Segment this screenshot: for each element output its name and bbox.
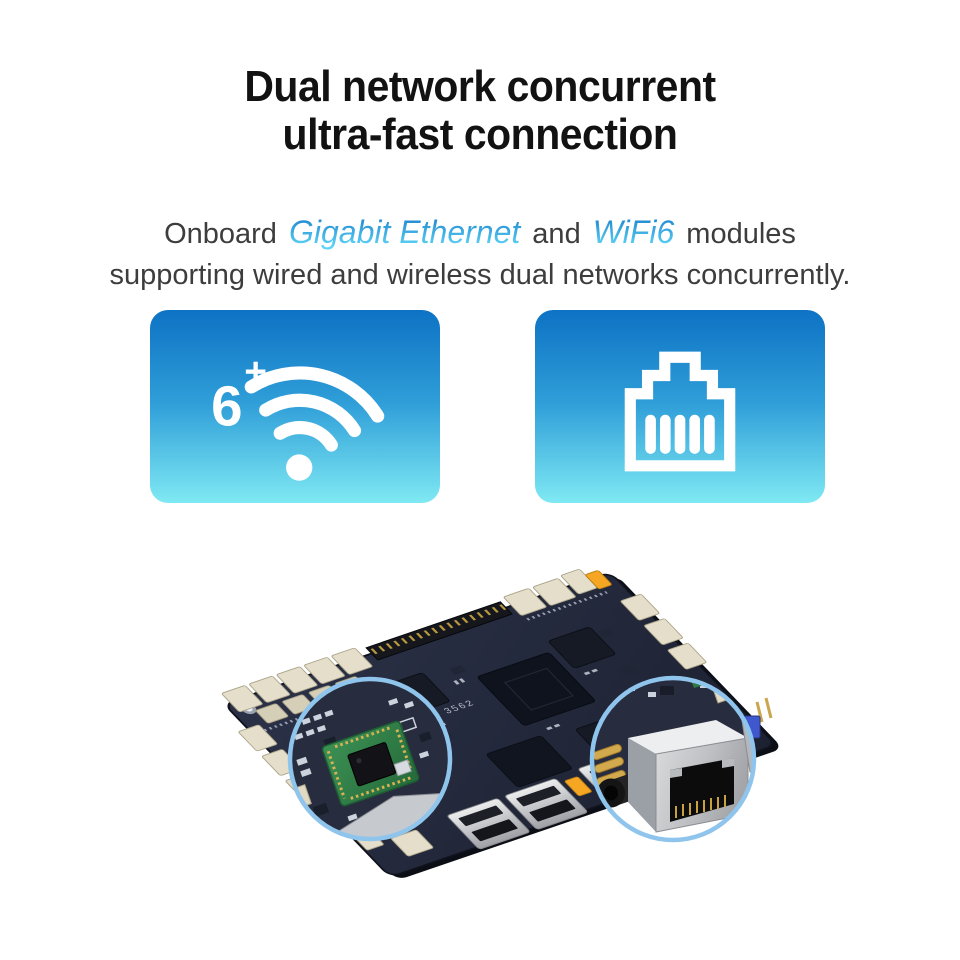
subtitle-middle: and bbox=[524, 218, 589, 250]
highlight-wifi6: WiFi6 bbox=[589, 214, 678, 250]
callout-wifi-module bbox=[287, 676, 453, 842]
rj45-pins bbox=[675, 795, 726, 818]
jumper-orange-top bbox=[585, 570, 612, 590]
title-line-1: Dual network concurrent bbox=[244, 62, 716, 112]
subtitle-line-1: Onboard Gigabit Ethernet and WiFi6 modul… bbox=[164, 214, 796, 250]
wifi6-badge-plus: + bbox=[244, 351, 267, 394]
callout-ring-right bbox=[589, 675, 757, 843]
wifi-card: 6 + bbox=[150, 310, 440, 503]
title-line-2: ultra-fast connection bbox=[282, 110, 678, 160]
board-connectors-beige bbox=[221, 569, 707, 857]
board-photo: 3562 bbox=[221, 569, 779, 878]
wifi-module-chip bbox=[321, 720, 420, 807]
subtitle-line-2: supporting wired and wireless dual netwo… bbox=[109, 258, 851, 291]
wifi6-icon: 6 + bbox=[211, 351, 385, 481]
main-title: Dual network concurrent ultra-fast conne… bbox=[34, 63, 927, 159]
subtitle: Onboard Gigabit Ethernet and WiFi6 modul… bbox=[0, 210, 960, 295]
ethernet-pins bbox=[645, 414, 715, 454]
feature-cards: 6 + bbox=[150, 310, 825, 503]
jumper-orange-bottom bbox=[564, 776, 592, 797]
ethernet-port-icon bbox=[624, 351, 736, 472]
usb-port bbox=[447, 798, 530, 850]
wifi6-badge-digit: 6 bbox=[211, 375, 242, 438]
ethernet-card bbox=[535, 310, 825, 503]
subtitle-prefix: Onboard bbox=[164, 218, 285, 250]
pin-header bbox=[365, 601, 513, 661]
callout-ring-left bbox=[287, 676, 453, 842]
rj45-jack bbox=[628, 720, 749, 833]
jumper-blue bbox=[743, 697, 773, 739]
subtitle-suffix: modules bbox=[678, 218, 796, 250]
wifi-dot bbox=[286, 454, 313, 481]
highlight-gigabit-ethernet: Gigabit Ethernet bbox=[285, 214, 524, 250]
